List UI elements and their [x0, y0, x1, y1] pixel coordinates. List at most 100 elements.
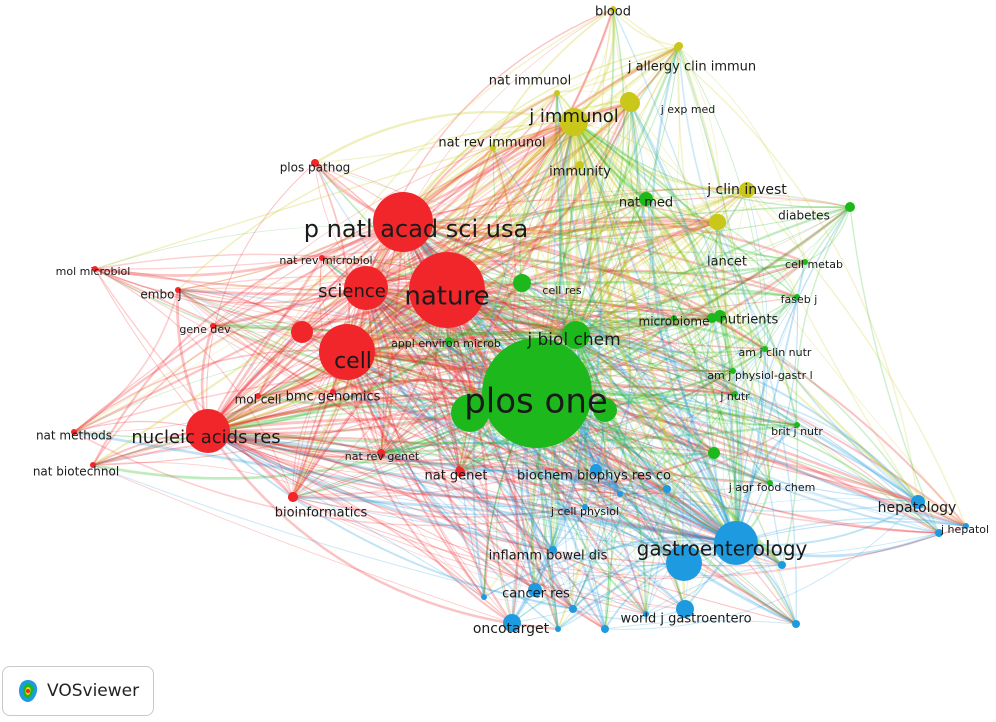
network-node-secondary[interactable]	[291, 321, 313, 343]
network-node-nat-med[interactable]	[639, 192, 653, 206]
network-node-secondary[interactable]	[643, 611, 649, 617]
network-link	[645, 482, 771, 615]
network-node-nat-rev-microbiol[interactable]	[319, 255, 325, 261]
network-node-secondary[interactable]	[481, 594, 487, 600]
network-node-mol-microbiol[interactable]	[92, 266, 98, 272]
network-link	[595, 189, 748, 471]
network-node-plos-pathog[interactable]	[311, 159, 319, 167]
network-node-nucleic-acids[interactable]	[186, 409, 230, 453]
network-link	[575, 205, 851, 336]
network-link	[402, 221, 721, 317]
network-node-secondary[interactable]	[663, 485, 671, 493]
network-link	[677, 46, 726, 610]
network-node-plos-one[interactable]	[482, 338, 592, 448]
network-node-nat-methods[interactable]	[71, 429, 77, 435]
network-node-science[interactable]	[344, 266, 388, 310]
network-link	[207, 430, 513, 624]
network-node-cell[interactable]	[319, 324, 375, 380]
network-node-lancet[interactable]	[709, 214, 725, 230]
network-node-j-clin-invest[interactable]	[739, 182, 755, 198]
network-node-brit-j-nutr[interactable]	[794, 422, 800, 428]
network-node-embo-j[interactable]	[175, 287, 181, 293]
network-node-nat-rev-genet[interactable]	[377, 449, 385, 457]
network-node-oncotarget[interactable]	[503, 614, 521, 632]
network-node-j-biol-chem[interactable]	[562, 321, 590, 349]
network-node-immunity[interactable]	[576, 161, 584, 169]
network-node-appl-environ[interactable]	[445, 337, 453, 345]
network-node-world-j-gastro[interactable]	[676, 600, 694, 618]
network-node-nat-genet[interactable]	[455, 467, 465, 477]
network-node-cancer-res[interactable]	[528, 583, 542, 597]
network-node-inflamm-bowel[interactable]	[549, 546, 557, 554]
network-link	[206, 430, 559, 631]
network-node-j-cell-physiol[interactable]	[582, 504, 588, 510]
network-link	[446, 289, 798, 426]
network-link	[572, 121, 783, 566]
network-node-j-immunol[interactable]	[560, 108, 588, 136]
network-link	[364, 91, 558, 289]
network-node-secondary[interactable]	[569, 605, 577, 613]
network-node-secondary[interactable]	[666, 545, 702, 581]
network-label-nat-rev-microbiol: nat rev microbiol	[279, 254, 372, 267]
network-link	[575, 259, 806, 336]
network-node-am-j-clin-nutr[interactable]	[762, 346, 768, 352]
network-node-faseb-j[interactable]	[794, 294, 800, 300]
network-link	[746, 189, 806, 263]
network-link	[718, 315, 741, 544]
network-node-diabetes[interactable]	[845, 202, 855, 212]
network-link	[292, 287, 367, 498]
network-label-j-immunol: j immunol	[528, 106, 619, 127]
network-link	[292, 496, 737, 544]
network-node-secondary[interactable]	[778, 561, 786, 569]
network-node-nat-biotechnol[interactable]	[90, 462, 96, 468]
network-link	[346, 351, 668, 490]
network-link	[92, 464, 513, 624]
network-node-microbiome[interactable]	[671, 315, 677, 321]
network-link	[402, 221, 737, 544]
vosviewer-logo[interactable]: VOSviewer	[2, 666, 154, 716]
network-link	[572, 348, 766, 610]
network-node-p-natl[interactable]	[373, 192, 433, 252]
network-node-j-agr-food[interactable]	[767, 480, 773, 486]
network-node-secondary[interactable]	[617, 491, 623, 497]
network-node-gene-dev[interactable]	[210, 323, 216, 329]
network-node-bmc-genomics[interactable]	[330, 389, 336, 395]
network-node-blood[interactable]	[610, 6, 616, 12]
network-node-cell-metab[interactable]	[802, 259, 808, 265]
network-node-nutrients[interactable]	[714, 310, 726, 322]
network-link	[651, 46, 737, 544]
network-link	[301, 121, 575, 333]
network-link	[346, 351, 797, 625]
network-node-mol-cell[interactable]	[255, 393, 261, 399]
network-node-j-allergy[interactable]	[674, 43, 682, 51]
network-node-j-hepatol[interactable]	[963, 523, 969, 529]
network-link	[573, 121, 668, 490]
network-node-secondary[interactable]	[708, 447, 720, 459]
network-link	[645, 488, 668, 615]
network-node-nat-rev-immunol[interactable]	[490, 145, 496, 151]
network-node-secondary[interactable]	[601, 625, 609, 633]
network-node-gastroenterology[interactable]	[714, 521, 758, 565]
network-link	[711, 221, 719, 454]
network-link	[346, 100, 631, 354]
network-node-nat-immunol[interactable]	[554, 90, 560, 96]
network-node-j-exp-med[interactable]	[622, 94, 640, 112]
network-node-secondary[interactable]	[935, 529, 943, 537]
network-link	[521, 282, 797, 625]
network-link	[207, 429, 737, 545]
network-node-nature[interactable]	[409, 252, 485, 328]
network-node-cell-res[interactable]	[513, 274, 531, 292]
network-node-biochem[interactable]	[590, 464, 602, 476]
network-node-am-j-physiol[interactable]	[730, 368, 736, 374]
network-node-bioinformatics[interactable]	[288, 492, 298, 502]
network-node-secondary[interactable]	[451, 394, 489, 432]
network-node-secondary[interactable]	[555, 626, 561, 632]
network-node-j-nutr[interactable]	[732, 391, 738, 397]
network-node-hepatology[interactable]	[911, 495, 925, 509]
network-link	[733, 348, 766, 544]
network-node-secondary[interactable]	[792, 620, 800, 628]
network-node-secondary[interactable]	[593, 398, 617, 422]
network-label-j-cell-physiol: j cell physiol	[550, 505, 619, 518]
network-link	[575, 334, 771, 484]
